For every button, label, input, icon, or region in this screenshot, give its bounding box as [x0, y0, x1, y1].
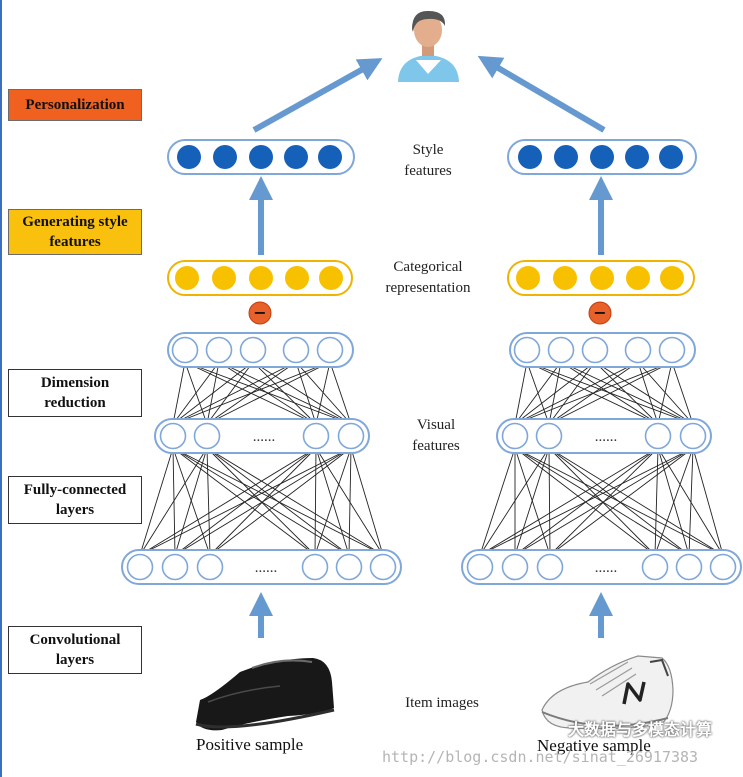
- hidden-node-left-3: [337, 422, 365, 450]
- label-item-images: Item images: [405, 695, 479, 711]
- watermark-channel: 大数据与多模态计算: [568, 720, 713, 739]
- minus-sign-left: −: [253, 303, 266, 322]
- minus-sign-right: −: [593, 303, 606, 322]
- hidden-node-left-0: [159, 422, 187, 450]
- hidden-node-right-0: [501, 422, 529, 450]
- label-style-features: Style features: [404, 142, 452, 179]
- stage-convolutional-layers: Convolutional layers: [8, 626, 142, 674]
- conv-node-left-1: [161, 553, 189, 581]
- visual-node-left-0: [171, 336, 199, 364]
- conv-node-right-4: [675, 553, 703, 581]
- visual-node-right-4: [658, 336, 686, 364]
- label-visual-features: Visual features: [412, 417, 460, 454]
- visual-node-left-3: [282, 336, 310, 364]
- visual-node-left-4: [316, 336, 344, 364]
- conv-node-right-2: [536, 553, 564, 581]
- flow-arrows: [249, 55, 613, 638]
- style-node-right-3: [625, 145, 649, 169]
- category-node-right-3: [626, 266, 650, 290]
- conv-node-right-0: [466, 553, 494, 581]
- minus-badge-left: [248, 301, 272, 325]
- style-node-left-0: [177, 145, 201, 169]
- hidden-node-right-2: [644, 422, 672, 450]
- white-sneaker-shoe: [541, 655, 674, 730]
- conv-node-left-5: [369, 553, 397, 581]
- category-node-left-2: [249, 266, 273, 290]
- visual-node-right-3: [624, 336, 652, 364]
- style-node-left-1: [213, 145, 237, 169]
- conv-node-right-5: [709, 553, 737, 581]
- hidden-ellipsis-right: ......: [595, 429, 618, 445]
- style-node-left-2: [249, 145, 273, 169]
- hidden-node-right-1: [535, 422, 563, 450]
- category-node-right-0: [516, 266, 540, 290]
- style-node-right-2: [590, 145, 614, 169]
- style-node-left-3: [284, 145, 308, 169]
- hidden-node-right-3: [679, 422, 707, 450]
- stage-generating-style-features: Generating style features: [8, 209, 142, 255]
- style-node-right-1: [554, 145, 578, 169]
- category-node-left-0: [175, 266, 199, 290]
- stage-fully-connected-layers: Fully-connected layers: [8, 476, 142, 524]
- conv-node-left-0: [126, 553, 154, 581]
- category-node-left-1: [212, 266, 236, 290]
- layer-nodes: ............ −............ −: [121, 139, 742, 585]
- caption-negative-sample: Negative sample: [537, 736, 651, 755]
- black-loafer-shoe: [195, 658, 335, 731]
- category-node-right-4: [660, 266, 684, 290]
- conv-output-layer-right: [461, 549, 742, 585]
- conv-ellipsis-right: ......: [595, 560, 618, 576]
- conv-node-left-3: [301, 553, 329, 581]
- hidden-ellipsis-left: ......: [253, 429, 276, 445]
- visual-node-right-2: [581, 336, 609, 364]
- caption-positive-sample: Positive sample: [196, 735, 304, 754]
- conv-node-right-3: [641, 553, 669, 581]
- conv-node-right-1: [501, 553, 529, 581]
- category-node-left-4: [319, 266, 343, 290]
- hidden-node-left-2: [302, 422, 330, 450]
- style-node-left-4: [318, 145, 342, 169]
- category-node-right-1: [553, 266, 577, 290]
- conv-node-left-4: [335, 553, 363, 581]
- conv-ellipsis-left: ......: [255, 560, 278, 576]
- visual-node-left-1: [205, 336, 233, 364]
- category-node-right-2: [590, 266, 614, 290]
- category-node-left-3: [285, 266, 309, 290]
- conv-output-layer-left: [121, 549, 402, 585]
- stage-dimension-reduction: Dimension reduction: [8, 369, 142, 417]
- label-categorical-representation: Categorical representation: [385, 259, 471, 296]
- hidden-node-left-1: [193, 422, 221, 450]
- visual-node-left-2: [239, 336, 267, 364]
- watermark-url: http://blog.csdn.net/sinat_26917383: [382, 748, 699, 766]
- connection-lines: [139, 361, 724, 556]
- conv-node-left-2: [196, 553, 224, 581]
- arrow-style-to-user-right: [477, 55, 606, 133]
- user-avatar-icon: [398, 10, 459, 82]
- stage-personalization: Personalization: [8, 89, 142, 121]
- style-node-right-4: [659, 145, 683, 169]
- minus-badge-right: [588, 301, 612, 325]
- style-node-right-0: [518, 145, 542, 169]
- visual-node-right-0: [513, 336, 541, 364]
- arrow-style-to-user-left: [252, 58, 383, 133]
- visual-node-right-1: [547, 336, 575, 364]
